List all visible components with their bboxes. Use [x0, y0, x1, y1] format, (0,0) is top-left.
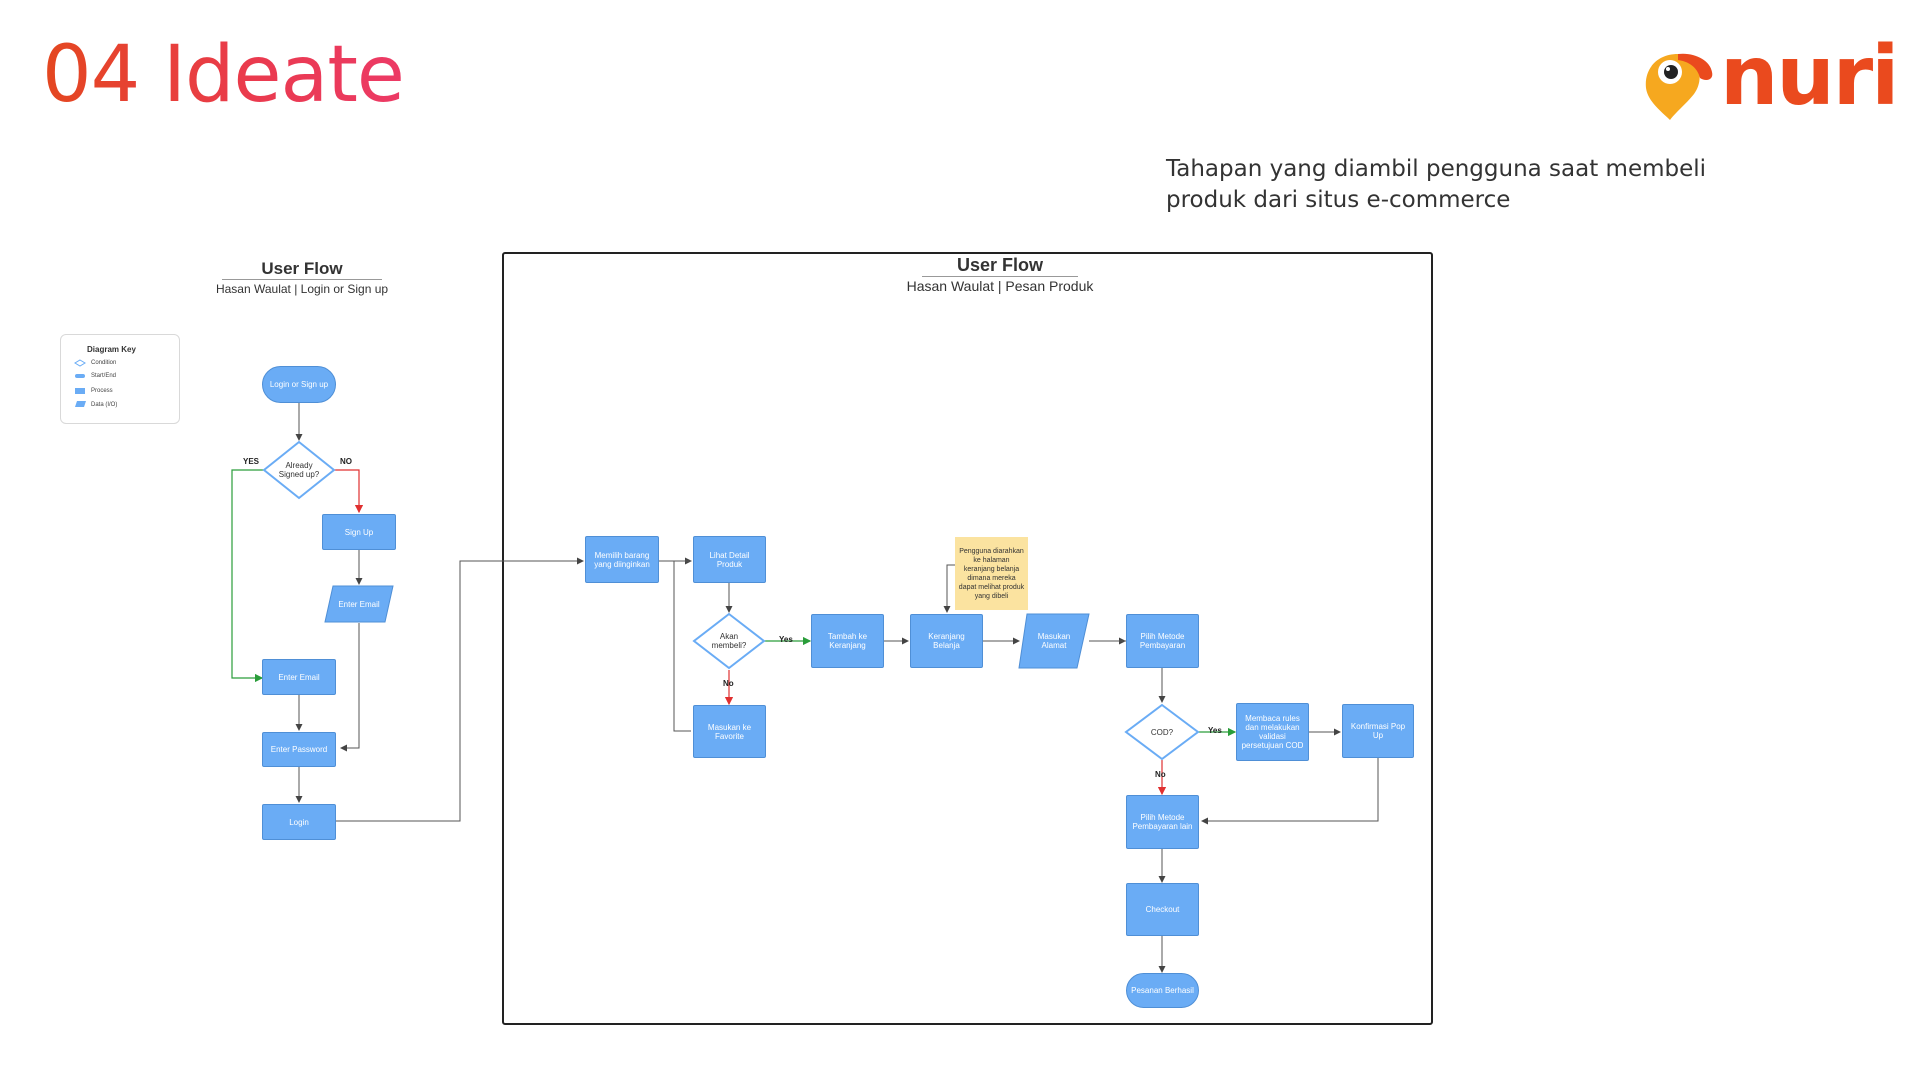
node-login-or-signup: Login or Sign up	[262, 366, 336, 403]
logo-text: nuri	[1720, 29, 1899, 124]
node-membaca-rules: Membaca rules dan melakukan validasi per…	[1236, 703, 1309, 761]
key-start-end: Start/End	[91, 373, 117, 379]
diagram-key-title: Diagram Key	[87, 345, 136, 354]
decision-shapes	[262, 440, 1200, 761]
node-checkout: Checkout	[1126, 883, 1199, 936]
data-shapes	[324, 585, 1090, 669]
main-flow-title: User Flow	[922, 255, 1078, 277]
label-yes-cod: Yes	[1208, 726, 1222, 735]
node-enter-email-data: Enter Email	[338, 599, 380, 609]
node-lihat-detail: Lihat Detail Produk	[693, 536, 766, 583]
diagram-key-symbols	[74, 359, 86, 407]
node-akan-membeli: Akan membeli?	[711, 632, 747, 650]
label-yes-akan: Yes	[779, 635, 793, 644]
diagram-key: Diagram Key Condition Start/End Process …	[60, 334, 180, 424]
node-masukan-favorite: Masukan ke Favorite	[693, 705, 766, 758]
node-enter-email: Enter Email	[262, 659, 336, 695]
label-no-akan: No	[723, 679, 734, 688]
node-sign-up: Sign Up	[322, 514, 396, 550]
page-title: 04 Ideate	[42, 30, 405, 120]
main-flow-frame	[502, 252, 1433, 1025]
node-pilih-metode-lain: Pilih Metode Pembayaran lain	[1126, 795, 1199, 849]
node-pesanan-berhasil: Pesanan Berhasil	[1126, 973, 1199, 1008]
label-yes: YES	[243, 457, 260, 466]
node-konfirmasi-popup: Konfirmasi Pop Up	[1342, 704, 1414, 758]
page-subtitle: Tahapan yang diambil pengguna saat membe…	[1166, 156, 1707, 213]
label-no-cod: No	[1155, 770, 1166, 779]
nuri-logo: nuri	[1640, 36, 1899, 124]
key-condition: Condition	[91, 360, 117, 366]
node-pilih-metode: Pilih Metode Pembayaran	[1126, 614, 1199, 668]
left-flow-subtitle: Hasan Waulat | Login or Sign up	[215, 282, 389, 296]
key-data: Data (I/O)	[91, 402, 118, 408]
node-masukan-alamat: Masukan Alamat	[1037, 632, 1071, 650]
node-enter-password: Enter Password	[262, 732, 336, 767]
node-keranjang-belanja: Keranjang Belanja	[910, 614, 983, 668]
parrot-icon	[1645, 53, 1713, 120]
label-no: NO	[340, 457, 352, 466]
node-memilih-barang: Memilih barang yang diinginkan	[585, 536, 659, 583]
node-tambah-keranjang: Tambah ke Keranjang	[811, 614, 884, 668]
node-login: Login	[262, 804, 336, 840]
node-already-signed-up: Already Signed up?	[278, 461, 320, 479]
left-flow-title: User Flow	[222, 259, 382, 280]
sticky-note: Pengguna diarahkan ke halaman keranjang …	[955, 537, 1028, 610]
node-cod: COD?	[1150, 727, 1174, 737]
main-flow-subtitle: Hasan Waulat | Pesan Produk	[906, 278, 1094, 294]
key-process: Process	[91, 388, 113, 394]
